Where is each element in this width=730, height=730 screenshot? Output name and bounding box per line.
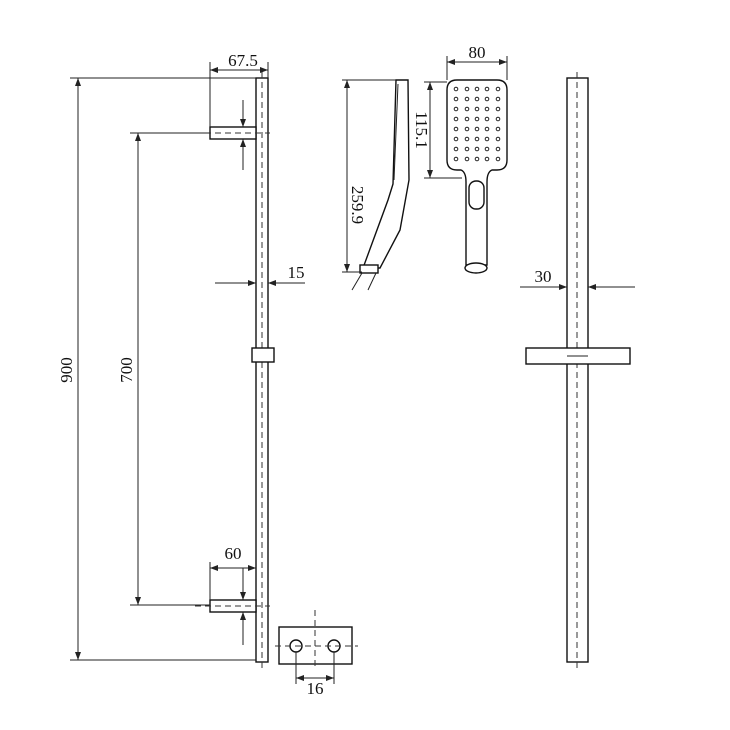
- nozzle-dot: [464, 146, 470, 152]
- nozzle-dot: [474, 116, 480, 122]
- nozzle-dot: [474, 106, 480, 112]
- nozzle-dot: [464, 126, 470, 132]
- nozzle-dot: [484, 146, 490, 152]
- nozzle-dot: [484, 136, 490, 142]
- slider: [251, 347, 275, 363]
- nozzle-dot: [474, 146, 480, 152]
- dim-head-width: 80: [469, 43, 486, 62]
- nozzle-dot: [464, 156, 470, 162]
- dim-bar-diameter: 15: [288, 263, 305, 282]
- front-view-rail: [525, 72, 631, 672]
- nozzle-dot: [495, 86, 501, 92]
- dim-hole-spacing: 16: [307, 679, 324, 698]
- nozzle-dot: [495, 156, 501, 162]
- nozzle-dot: [484, 156, 490, 162]
- handshower-front: [446, 79, 508, 274]
- nozzle-dot: [495, 116, 501, 122]
- nozzle-dot: [474, 96, 480, 102]
- nozzle-dot: [453, 126, 459, 132]
- dim-bracket-spacing: 700: [117, 357, 136, 383]
- dim-total-length: 900: [57, 357, 76, 383]
- nozzle-dot: [453, 156, 459, 162]
- nozzle-dot: [495, 136, 501, 142]
- nozzle-dot: [453, 136, 459, 142]
- nozzle-dot: [484, 116, 490, 122]
- handshower-side: [351, 79, 410, 291]
- nozzle-dot: [484, 96, 490, 102]
- wall-plate: [275, 610, 358, 670]
- nozzle-dot: [464, 116, 470, 122]
- dim-handshower-length: 259.9: [348, 186, 367, 224]
- nozzle-dot: [464, 96, 470, 102]
- nozzle-dot: [484, 106, 490, 112]
- nozzle-dot: [474, 126, 480, 132]
- nozzle-dot: [484, 126, 490, 132]
- nozzle-dot: [453, 86, 459, 92]
- side-view-rail: [195, 72, 275, 672]
- nozzle-dot: [495, 106, 501, 112]
- dim-bracket-width: 60: [225, 544, 242, 563]
- nozzle-dot: [474, 156, 480, 162]
- nozzle-dot: [464, 86, 470, 92]
- nozzle-dot: [453, 146, 459, 152]
- nozzle-dot: [464, 106, 470, 112]
- nozzle-dot: [484, 86, 490, 92]
- nozzle-dot: [474, 86, 480, 92]
- nozzle-dot: [453, 96, 459, 102]
- nozzle-dot: [474, 136, 480, 142]
- nozzle-dot: [453, 116, 459, 122]
- dim-head-height: 115.1: [412, 111, 431, 149]
- nozzle-dot: [495, 96, 501, 102]
- dim-slider-width: 30: [535, 267, 552, 286]
- dim-bracket-depth: 67.5: [228, 51, 258, 70]
- nozzle-dot: [495, 146, 501, 152]
- nozzle-dot: [464, 136, 470, 142]
- nozzle-dot: [495, 126, 501, 132]
- nozzle-dot: [453, 106, 459, 112]
